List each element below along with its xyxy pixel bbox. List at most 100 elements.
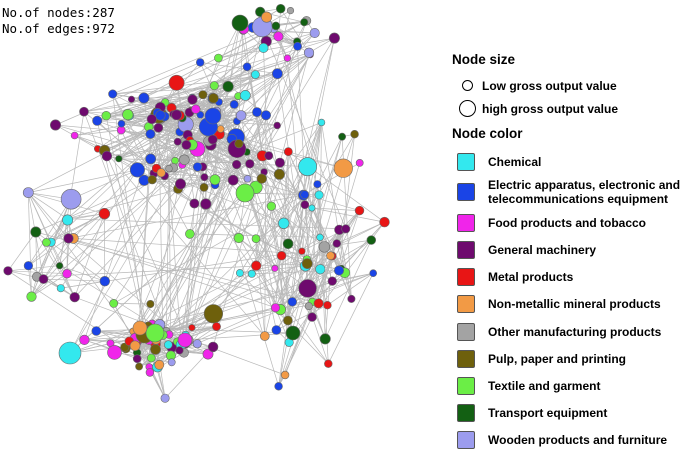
graph-edge <box>44 279 105 281</box>
graph-node <box>212 323 220 331</box>
graph-node <box>248 270 255 277</box>
graph-node <box>118 120 125 127</box>
graph-node <box>243 63 251 71</box>
small-circle-icon <box>452 80 482 91</box>
legend-label: Electric apparatus, electronic and telec… <box>488 178 684 206</box>
graph-node <box>146 324 164 342</box>
graph-node <box>304 48 314 58</box>
legend-row: Other manufacturing products <box>452 318 684 345</box>
graph-node <box>228 175 238 185</box>
graph-node <box>314 299 323 308</box>
graph-node <box>236 111 246 121</box>
graph-node <box>272 326 281 335</box>
graph-node <box>339 133 346 140</box>
node-size-title: Node size <box>452 52 684 74</box>
graph-node <box>272 22 280 30</box>
graph-node <box>148 175 157 184</box>
graph-node <box>108 345 122 359</box>
legend-row: Food products and tobacco <box>452 209 684 236</box>
graph-node <box>128 96 134 102</box>
graph-edge <box>339 134 355 270</box>
graph-node <box>274 32 283 41</box>
graph-node <box>24 261 33 270</box>
graph-node <box>324 301 332 309</box>
graph-node <box>334 266 343 275</box>
graph-node <box>102 111 111 120</box>
graph-node <box>161 394 169 402</box>
graph-node <box>189 324 195 330</box>
graph-node <box>309 205 315 211</box>
graph-node <box>174 138 181 145</box>
graph-node <box>157 169 165 177</box>
graph-node <box>260 332 269 341</box>
graph-node <box>328 277 337 286</box>
graph-node <box>317 234 324 241</box>
graph-node <box>299 248 306 255</box>
graph-node <box>230 100 238 108</box>
graph-node <box>147 300 154 307</box>
graph-node <box>155 360 164 369</box>
graph-node <box>123 109 134 120</box>
graph-node <box>320 334 330 344</box>
color-swatch <box>457 214 475 232</box>
graph-node <box>261 12 271 22</box>
graph-node <box>61 189 81 209</box>
graph-node <box>235 140 243 148</box>
graph-node <box>80 335 90 345</box>
graph-stats: No.of nodes:287 No.of edges:972 <box>2 5 115 37</box>
graph-node <box>190 199 199 208</box>
graph-node <box>316 264 326 274</box>
graph-node <box>99 208 110 219</box>
legend-row: Wooden products and furniture <box>452 427 684 454</box>
legend-label: Non-metallic mineral products <box>488 297 661 311</box>
graph-node <box>201 174 208 181</box>
graph-node <box>31 227 41 237</box>
graph-node <box>271 304 279 312</box>
graph-node <box>146 369 154 377</box>
graph-node <box>283 316 292 325</box>
graph-node <box>232 15 248 31</box>
color-swatch <box>457 431 475 449</box>
graph-node <box>166 165 173 172</box>
graph-node <box>62 215 72 225</box>
graph-node <box>261 111 270 120</box>
graph-node <box>217 126 224 133</box>
graph-node <box>334 159 353 178</box>
legend-label: General machinery <box>488 243 596 257</box>
graph-node <box>329 33 339 43</box>
graph-node <box>150 344 160 354</box>
legend-row: Non-metallic mineral products <box>452 291 684 318</box>
color-swatch <box>457 241 475 259</box>
graph-node <box>176 347 184 355</box>
graph-node <box>209 93 219 103</box>
graph-node <box>267 202 276 211</box>
graph-node <box>136 363 143 370</box>
graph-node <box>71 132 78 139</box>
graph-node <box>23 188 33 198</box>
graph-node <box>56 262 63 269</box>
graph-edge <box>140 193 245 328</box>
graph-node <box>191 105 200 114</box>
graph-node <box>274 122 281 129</box>
graph-node <box>251 261 261 271</box>
graph-node <box>179 155 189 165</box>
graph-node <box>116 155 123 162</box>
graph-node <box>210 82 218 90</box>
graph-node <box>64 234 74 244</box>
color-swatch <box>457 323 475 341</box>
graph-node <box>232 160 241 169</box>
graph-node <box>288 297 297 306</box>
graph-node <box>39 275 48 284</box>
legend-row: Textile and garment <box>452 372 684 399</box>
graph-node <box>272 69 282 79</box>
legend-label: Textile and garment <box>488 379 600 393</box>
graph-node <box>130 341 140 351</box>
legend-label: Chemical <box>488 155 541 169</box>
graph-node <box>234 233 244 243</box>
graph-node <box>283 239 293 249</box>
graph-node <box>109 90 117 98</box>
graph-node <box>314 181 321 188</box>
graph-node <box>27 292 37 302</box>
graph-node <box>57 285 64 292</box>
graph-node <box>380 217 390 227</box>
